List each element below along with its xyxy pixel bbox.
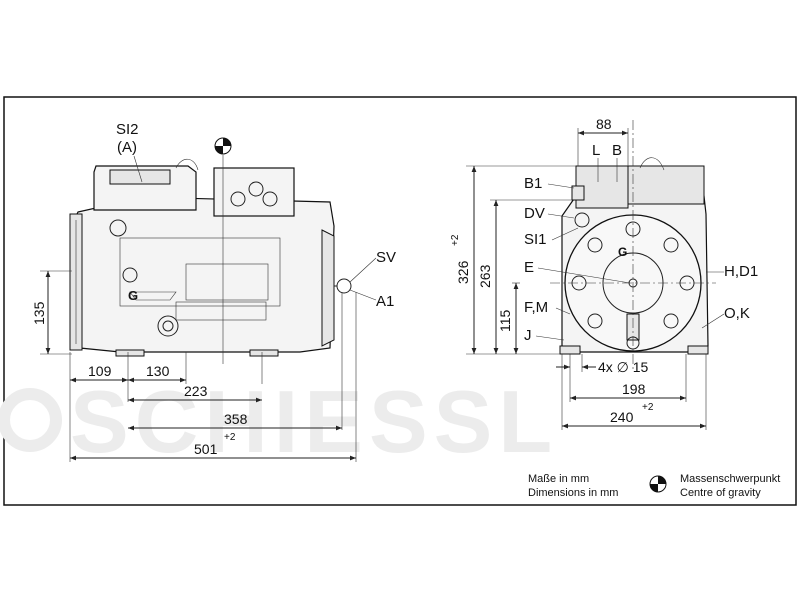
legend-cog-icon — [649, 475, 667, 493]
label-dv: DV — [524, 205, 545, 222]
dim-135: 135 — [31, 301, 47, 325]
label-b1: B1 — [524, 175, 542, 192]
label-si1: SI1 — [524, 231, 547, 248]
legend-cog-de: Massenschwerpunkt — [680, 473, 780, 485]
dim-223: 223 — [184, 383, 208, 399]
side-cylinder-head — [213, 167, 295, 217]
dim-501: 501 — [194, 441, 218, 457]
label-hd1: H,D1 — [724, 263, 758, 280]
label-l: L — [592, 142, 600, 159]
dim-88: 88 — [596, 116, 612, 132]
dim-240-tolerance: +2 — [642, 402, 654, 413]
legend: Maße in mm Dimensions in mm Massenschwer… — [528, 473, 780, 499]
dim-263: 263 — [477, 264, 493, 288]
label-sv: SV — [376, 249, 396, 266]
dim-109: 109 — [88, 363, 112, 379]
side-crankcase — [73, 195, 335, 353]
legend-units-en: Dimensions in mm — [528, 487, 618, 499]
dim-326-tolerance: +2 — [450, 234, 461, 246]
label-j: J — [524, 327, 532, 344]
label-e: E — [524, 259, 534, 276]
schiessl-watermark: SCHIESSL — [0, 372, 558, 471]
watermark-text: SCHIESSL — [70, 372, 558, 471]
sv-valve — [336, 278, 352, 294]
label-si2-alt: (A) — [117, 139, 137, 156]
dim-130: 130 — [146, 363, 170, 379]
centre-of-gravity-icon — [214, 137, 232, 155]
dim-holes: 4x ∅ 15 — [598, 359, 649, 375]
svg-text:G: G — [618, 245, 627, 259]
drawing-frame — [3, 96, 797, 506]
label-si2: SI2 — [116, 121, 139, 138]
dim-358: 358 — [224, 411, 248, 427]
legend-cog-en: Centre of gravity — [680, 487, 761, 499]
label-ok: O,K — [724, 305, 750, 322]
dim-240: 240 — [610, 409, 634, 425]
side-view: G SI2 (A) SV A1 135 — [31, 121, 396, 462]
dim-198: 198 — [622, 381, 646, 397]
dim-326: 326 — [455, 260, 471, 284]
svg-text:G: G — [128, 288, 138, 303]
front-view: G L B B1 DV SI1 E F,M J H,D1 O,K — [450, 116, 758, 430]
label-fm: F,M — [524, 299, 548, 316]
dim-501-tolerance: +2 — [224, 432, 236, 443]
dim-115: 115 — [497, 309, 513, 332]
label-a1: A1 — [376, 293, 394, 310]
label-b: B — [612, 142, 622, 159]
front-bolt-circle — [571, 221, 695, 329]
legend-units-de: Maße in mm — [528, 473, 589, 485]
